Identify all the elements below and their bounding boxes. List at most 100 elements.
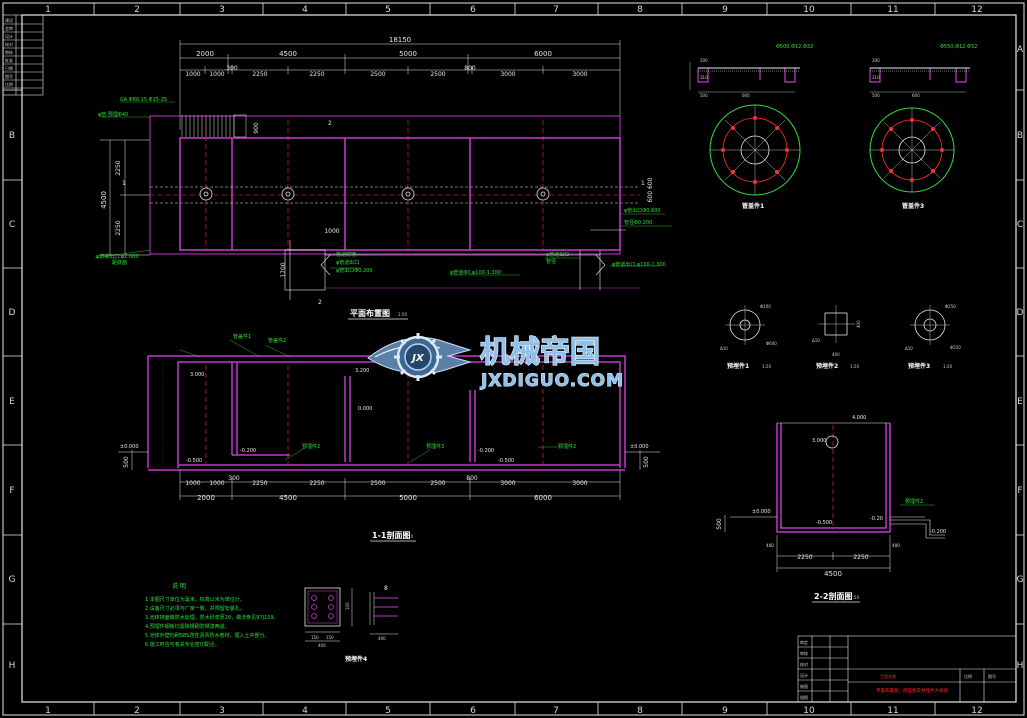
anchor-dim: 400 [378, 636, 386, 641]
plan-right-dim: 600 600 [647, 177, 654, 202]
section1-sub: 2250 [252, 480, 267, 487]
grid-row-label: F [9, 486, 14, 496]
grid-row-label: D [1017, 308, 1024, 318]
section1-level: ±0.000 [630, 444, 649, 450]
grid-column-labels: 1 2 3 4 5 6 7 8 9 10 11 12 1 2 3 4 5 6 7… [45, 5, 983, 716]
plan-annotations: GA.Φ80.15.Φ15-25 φ管,预埋Φ40 φ管道出口,φ2.000 距… [96, 97, 666, 276]
cover-detail-left: 200 310 600 500 Φ500,Φ12,Φ32 管盖件1 [689, 44, 813, 210]
section2-title: 2-2剖面图 [814, 591, 852, 601]
grid-col-label: 9 [722, 706, 728, 716]
cover-note: Φ550,Φ12,Φ32 [940, 44, 977, 50]
section-2-2: 预埋件2 4.000 3.000 ±0.000 -0.500 -0.20 -0.… [716, 415, 946, 603]
grid-row-label: B [9, 131, 15, 141]
plan-dimension-lines [100, 40, 621, 256]
embed-detail-1: Φ200 Φ600 Δ10 预埋件1 1:20 [720, 304, 777, 370]
section2-level: 3.000 [812, 438, 826, 444]
section1-level: 3.000 [190, 372, 204, 378]
grid-row-label: H [1017, 661, 1024, 671]
watermark-cn: 机械帝国 [480, 335, 600, 370]
section1-side-dim: 500 [643, 456, 650, 468]
plan-total-dim: 18150 [389, 36, 411, 44]
grid-col-label: 12 [971, 706, 982, 716]
section1-note: 预埋件2 [302, 443, 320, 450]
section1-sub: 300 [228, 475, 240, 482]
grid-col-label: 11 [887, 5, 898, 15]
anchor-dim: 150 [311, 635, 319, 640]
anchor-dim: 400 [318, 643, 326, 648]
revision-label: 图号 [5, 73, 13, 79]
grid-col-label: 2 [134, 706, 140, 716]
embed1-title: 预埋件1 [727, 362, 749, 370]
plan-note: 管道穿墙 [336, 251, 356, 258]
grid-row-label: C [1017, 220, 1023, 230]
plan-note: 管径 [546, 258, 556, 265]
grid-col-label: 4 [302, 706, 308, 716]
section1-sub: 2250 [309, 480, 324, 487]
cover-dim: 600 [912, 93, 920, 98]
plan-outlet [284, 229, 640, 300]
revision-block [2, 14, 44, 96]
embed1-dim: Φ200 [760, 304, 771, 309]
cover-dim: 200 [700, 58, 708, 63]
section1-note: 预埋件3 [426, 443, 444, 450]
notes-item: 2.设备尺寸必须与厂家一致，并预留安装孔。 [145, 605, 245, 612]
revision-label: 日期 [5, 65, 13, 71]
cover-dim: 500 [872, 93, 880, 98]
title-scale-label: 比例 [964, 673, 972, 679]
title-row-label: 描图 [800, 694, 808, 700]
section1-dimension-lines [131, 450, 641, 500]
plan-bottom-dim: 900 [253, 122, 260, 134]
section1-axis [205, 365, 544, 465]
embed1-dim: Δ10 [720, 346, 728, 351]
revision-label: 校对 [5, 41, 13, 47]
title-block-labels: 审定 审核 校对 设计 制图 描图 工程名称 平面布置图、剖面图及预埋件大样图 … [800, 639, 996, 700]
plan-left-total: 4500 [100, 191, 108, 209]
plan-section-label: 2 [318, 299, 322, 306]
grid-col-label: 4 [302, 5, 308, 15]
grid-col-label: 1 [45, 706, 51, 716]
notes-item: 4.预埋件钢板均需除锈刷防锈漆两道。 [145, 623, 230, 630]
plan-note: φ管,预埋Φ40 [98, 111, 128, 118]
title-row-label: 设计 [800, 672, 808, 678]
revision-label: 建设 [5, 17, 13, 23]
plan-note: 距底面 [112, 259, 127, 266]
grid-col-label: 8 [637, 5, 643, 15]
plan-sub-seg: 1000 [209, 71, 224, 78]
plan-note: φ管道出口,φ100-1.300 [612, 261, 666, 268]
embed3-scale: 1:20 [943, 364, 952, 369]
plan-section-label: 1 [641, 180, 645, 187]
revision-label: 批准 [5, 57, 13, 63]
embed-detail-3: Φ250 Φ550 Δ10 预埋件3 1:20 [905, 304, 961, 370]
plan-scale: 1:50 [398, 312, 407, 317]
plan-bottom-dim: 1700 [280, 262, 287, 277]
notes-item: 6.施工时应与有关专业密切配合。 [145, 641, 220, 648]
plan-sub-seg: 2500 [370, 71, 385, 78]
grid-col-label: 8 [637, 706, 643, 716]
grid-row-label: H [9, 661, 16, 671]
plan-sub-seg: 3000 [572, 71, 587, 78]
watermark-en: JXDIGUO.COM [480, 371, 624, 391]
embed1-dim: Φ600 [766, 341, 777, 346]
section1-seg: 2000 [197, 494, 215, 502]
cover-detail-right: 200 310 600 500 Φ550,Φ12,Φ32 管盖件3 [869, 44, 977, 210]
anchor-detail: 150 150 100 400 400 8 预埋件4 [304, 585, 398, 663]
plan-sub-seg: 2500 [430, 71, 445, 78]
plan-note: φ管出口Φ0.200 [336, 267, 373, 274]
revision-label: 比例 [5, 81, 13, 87]
grid-col-label: 1 [45, 5, 51, 15]
plan-note: φ管道出口 [336, 259, 359, 266]
section1-note: 管盖件2 [268, 337, 286, 344]
section1-level: 3.200 [355, 368, 369, 374]
grid-col-label: 10 [803, 706, 815, 716]
revision-label: 审核 [5, 49, 13, 55]
section1-level: -0.200 [240, 448, 256, 454]
grid-ticks [3, 3, 1024, 715]
grid-row-label: B [1017, 131, 1023, 141]
plan-top-seg: 4500 [279, 50, 297, 58]
plan-section-label: 2 [328, 120, 332, 127]
section1-sub: 2500 [370, 480, 385, 487]
title-row-label: 审核 [800, 650, 808, 656]
section1-level: -0.500 [498, 458, 514, 464]
cover-left-title: 管盖件1 [742, 202, 764, 210]
embed3-dim: Φ250 [945, 304, 956, 309]
